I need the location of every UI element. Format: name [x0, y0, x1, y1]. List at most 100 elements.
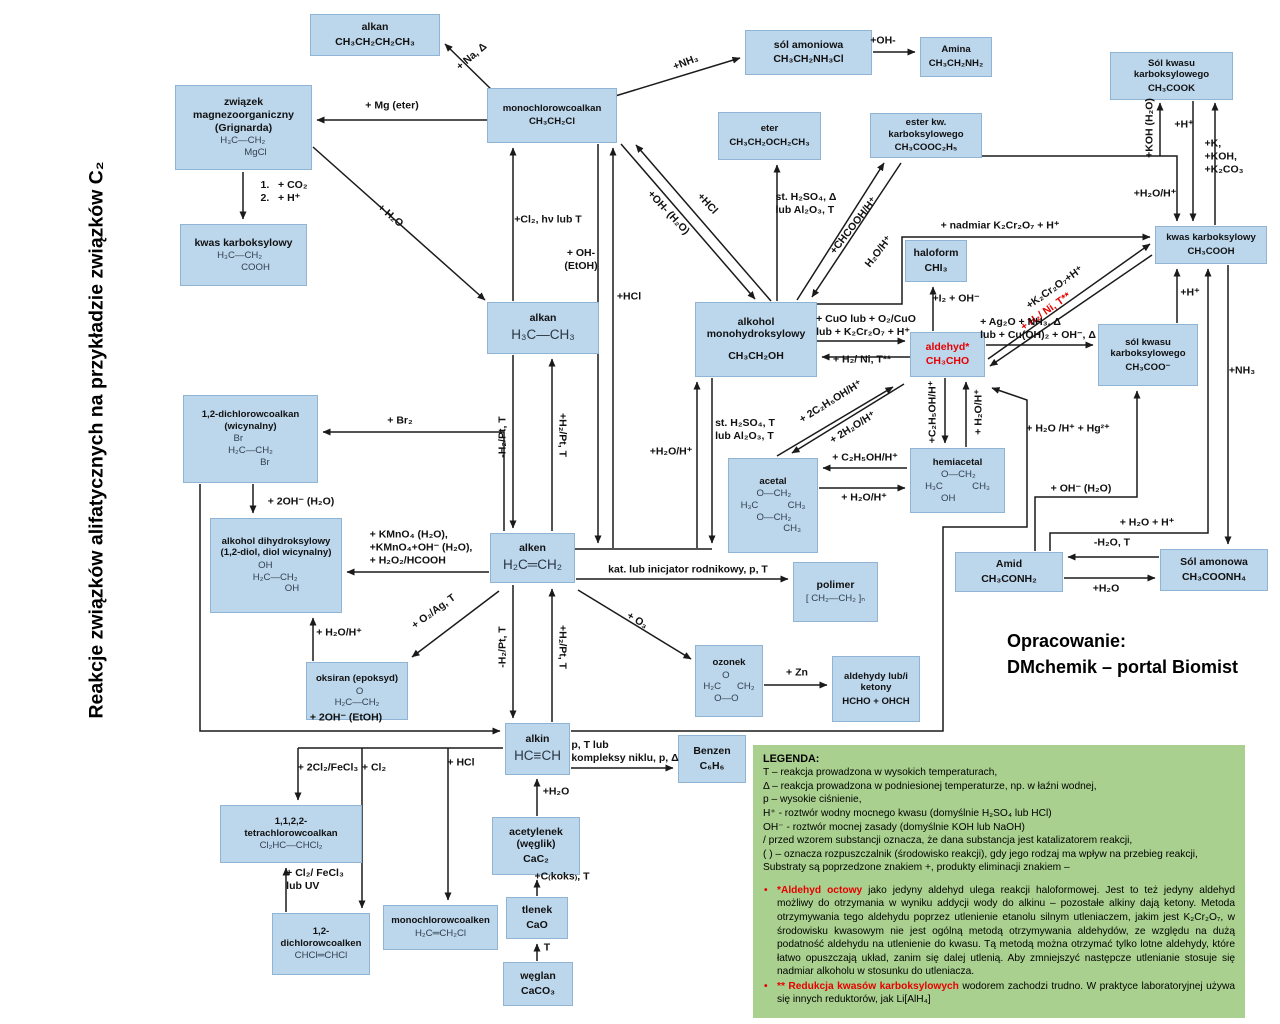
arrow [796, 162, 885, 301]
node-title: 1,2-dichlorowcoalkan (wicynalny) [201, 409, 300, 432]
node-formula: CH₃CH₂OCH₂CH₃ [729, 136, 810, 148]
reaction-label: + 2OH⁻ (EtOH) [309, 711, 383, 724]
reaction-label: + H₂O/H⁺ [972, 389, 985, 435]
legend-line: p – wysokie ciśnienie, [763, 794, 862, 806]
reaction-label: +HCl [616, 290, 642, 303]
credit: Opracowanie: DMchemik – portal Biomist [1007, 628, 1238, 680]
node-formula: C₆H₆ [699, 759, 725, 772]
node-aldehyd: aldehyd*CH₃CHO [910, 332, 985, 377]
reaction-label: kat. lub inicjator rodnikowy, p, T [608, 563, 768, 576]
reaction-label: + H₂O + H⁺ [1119, 516, 1175, 529]
node-title: alkin [525, 733, 550, 746]
reaction-label: +H⁺ [1180, 286, 1200, 299]
node-oksiran: oksiran (epoksyd) O H₂C—CH₂ [306, 662, 408, 720]
reaction-label: +KOH (H₂O) [1143, 98, 1156, 158]
arrow [1049, 268, 1212, 551]
reaction-label: +Cl₂, hν lub T [514, 213, 582, 226]
reaction-label: + Cl₂ [361, 761, 387, 774]
node-formula: CH₃COOH [1187, 245, 1235, 257]
reaction-label: +H₂O [542, 785, 570, 798]
node-title: polimer [816, 579, 855, 592]
node-formula: CH₃CH₂CH₂CH₃ [335, 35, 415, 48]
node-formula: CH₃COO⁻ [1125, 361, 1171, 373]
node-structure: [ CH₂—CH₂ ]ₙ [805, 592, 866, 604]
node-hemiacetal: hemiacetal O—CH₂ H₃C CH₃ OH [910, 448, 1005, 513]
legend-note-text: jako jedyny aldehyd ulega reakcji halofo… [777, 884, 1235, 978]
node-title: tlenek [521, 904, 553, 917]
node-structure: O H₂C CH₂ O—O [703, 669, 755, 705]
legend-note: •** Redukcja kwasów karboksylowych wodor… [763, 980, 1235, 1007]
reaction-label: +OH- [870, 34, 896, 47]
legend-title: LEGENDA: [763, 753, 820, 765]
node-structure: O—CH₂ H₃C CH₃ OH [925, 469, 990, 504]
node-title: alkan [529, 312, 557, 325]
node-acetylenek: acetylenek (węglik)CaC₂ [492, 817, 580, 875]
reaction-label: T [543, 941, 551, 954]
legend-notes: • *Aldehyd octowy jako jedyny aldehyd ule… [763, 884, 1235, 1007]
node-formula: CH₃COONH₄ [1181, 570, 1247, 583]
legend-line: T – reakcja prowadzona w wysokich temper… [763, 767, 998, 779]
node-title: aldehydy lub/i ketony [844, 670, 908, 694]
node-structure: H₂C═CH₂Cl [414, 927, 467, 939]
reaction-label: + OH- (EtOH) [564, 246, 598, 272]
node-structure: H₃C—CH₂ MgCl [220, 135, 267, 158]
node-formula: CaO [526, 918, 548, 931]
arrow [1034, 390, 1141, 551]
reaction-label: + Ag₂O + NH₃, Δ lub + Cu(OH)₂ + OH⁻, Δ [980, 315, 1096, 341]
arrow [444, 43, 498, 96]
node-title: acetal [759, 475, 787, 487]
reaction-label: p, T lub kompleksy niklu, p, Δ [571, 738, 679, 764]
legend-box: LEGENDA: T – reakcja prowadzona w wysoki… [753, 745, 1245, 1018]
node-title: alkohol monohydroksylowy [706, 315, 806, 341]
node-title: Sól kwasu karboksylowego [1133, 57, 1210, 81]
node-title: monochlorowcoalken [391, 915, 490, 927]
reaction-label: -H₂/Pt, T [496, 626, 509, 668]
reaction-label: +I₂ + OH⁻ [932, 292, 980, 305]
node-formula: CH₃COOC₂H₅ [894, 142, 958, 153]
node-structure: O H₂C—CH₂ [334, 685, 380, 709]
arrow [982, 155, 1181, 222]
node-title: monochlorowcoalkan [502, 102, 602, 114]
arrow [987, 243, 1151, 360]
legend-note-text: wodorem zachodzi trudno. W praktyce labo… [777, 980, 1235, 1006]
reaction-label: + C₂H₅OH/H⁺ [832, 451, 898, 464]
arrow [791, 383, 905, 454]
arrow [411, 590, 500, 658]
legend-note-lead: *Aldehyd octowy [777, 884, 863, 896]
node-structure: CHCl═CHCl [294, 950, 348, 962]
reaction-label: + Br₂ [387, 414, 413, 427]
node-formula: CH₃CH₂Cl [528, 116, 575, 128]
reaction-label: +H⁺ [1174, 118, 1194, 131]
arrow [322, 428, 505, 531]
node-title: ozonek [712, 657, 746, 669]
node-title: haloform [913, 247, 959, 260]
node-structure: O—CH₂ H₃C CH₃ O—CH₂ CH₃ [740, 488, 806, 535]
reaction-label: +K, +KOH, +K₂CO₃ [1204, 137, 1244, 176]
reaction-label: -H₂O, T [1093, 536, 1131, 549]
node-title: Amina [941, 44, 971, 56]
node-title: 1,1,2,2- tetrachlorowcoalkan [244, 816, 338, 839]
node-title: kwas karboksylowy [1166, 232, 1256, 244]
node-structure: H₃C—CH₂ COOH [217, 250, 270, 273]
legend-note: • *Aldehyd octowy jako jedyny aldehyd ule… [763, 884, 1235, 979]
reaction-label: +NH₃ [1228, 364, 1256, 377]
legend-line: H⁺ - roztwór wodny mocnego kwasu (domyśl… [763, 808, 1052, 820]
reaction-label: + nadmiar K₂Cr₂O₇ + H⁺ [940, 219, 1060, 232]
reaction-label: +H₂O [1092, 582, 1120, 595]
node-zwiazek-magnezoorganiczny: związek magnezoorganiczny (Grignarda)H₃C… [175, 85, 312, 170]
node-formula: CH₃COOK [1147, 82, 1196, 94]
bullet-icon: • [764, 884, 768, 896]
reaction-label: + H₂O /H⁺ + Hg²⁺ [1026, 422, 1110, 435]
